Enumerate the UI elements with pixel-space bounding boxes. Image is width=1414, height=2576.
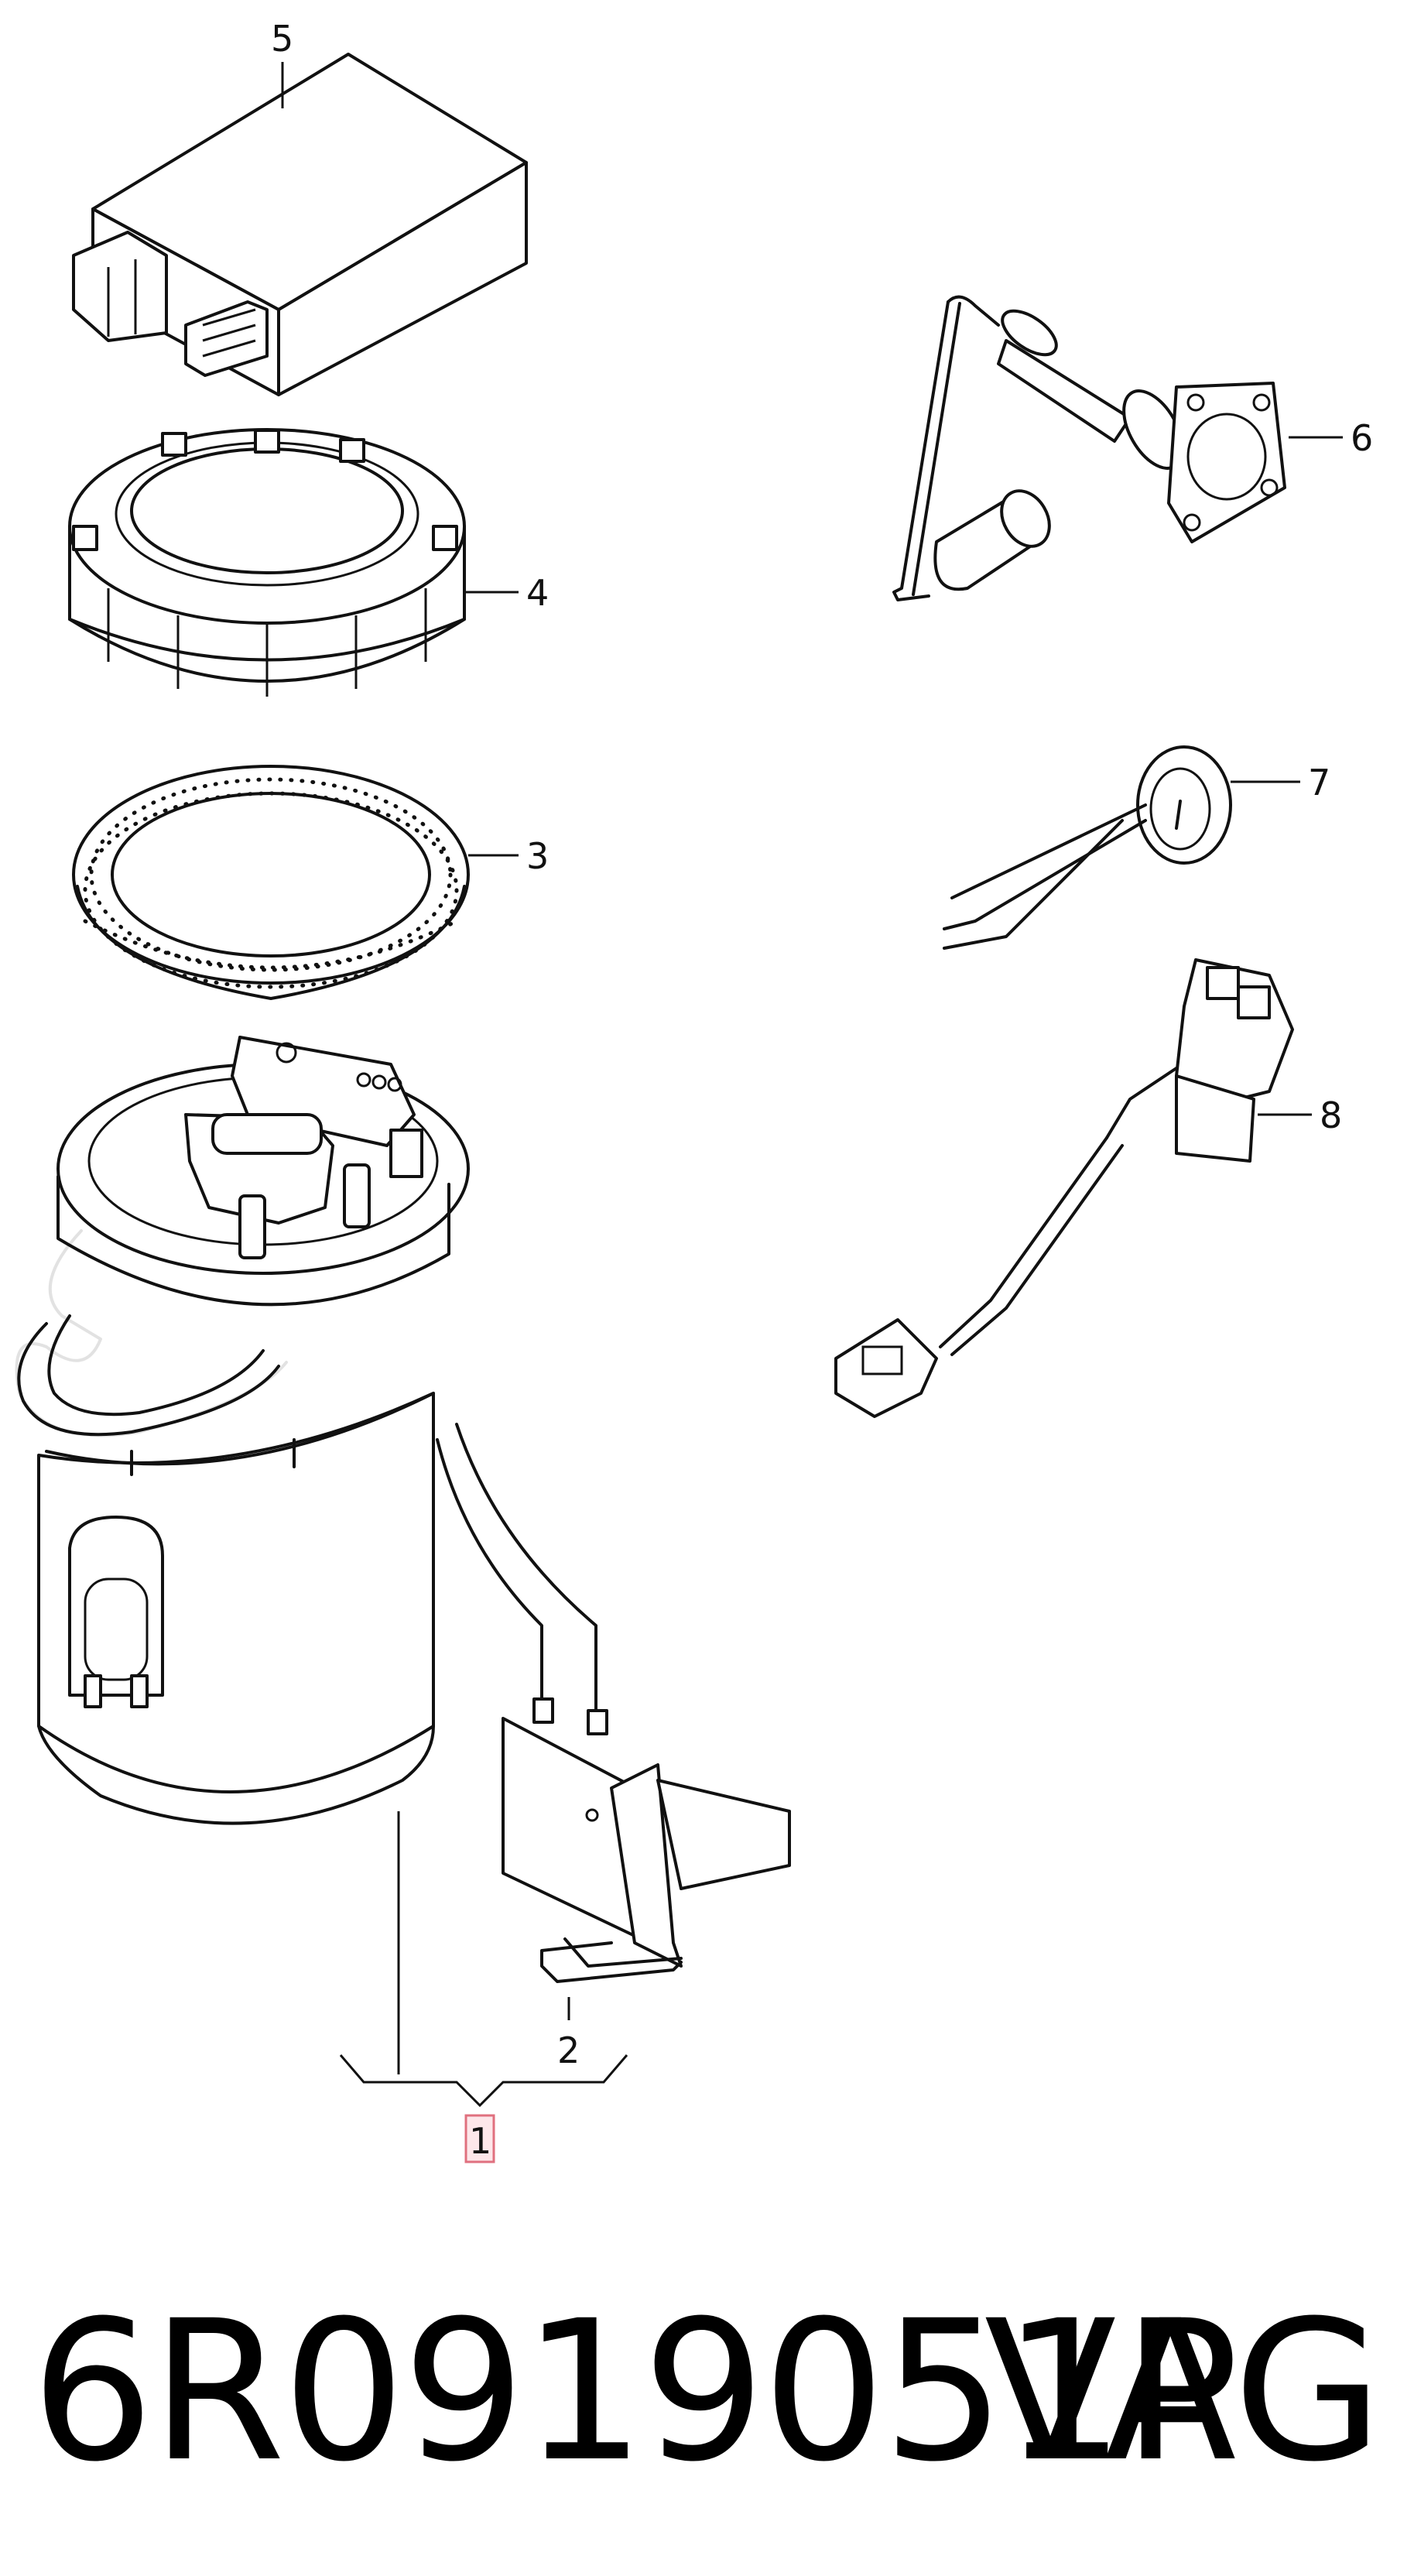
callout-2: 2 [557,2030,580,2071]
part-6-level-sensor [892,295,1286,601]
callout-4: 4 [526,572,549,614]
part-7-small-sensor [943,745,1232,950]
callout-5: 5 [271,18,293,60]
callout-1-highlight [464,2114,495,2163]
part-4-locking-ring [68,428,466,697]
part-8-sensor-with-cable [834,958,1294,1418]
callout-3: 3 [526,835,549,877]
callout-6: 6 [1351,417,1373,459]
footer: 6R0919051P VAG [0,2276,1414,2508]
brand-name: VAG [984,2279,1383,2504]
part-number: 6R0919051P [31,2279,1239,2504]
part-1-fuel-pump-module [15,1036,608,1825]
exploded-parts-diagram: 5 4 3 [15,18,1373,2163]
part-3-gasket [72,765,470,1000]
callout-1: 1 [469,2120,491,2162]
callout-8: 8 [1320,1094,1342,1136]
callout-7: 7 [1308,762,1330,803]
part-5-control-unit [72,53,528,396]
part-2-level-sender [502,1717,791,1983]
assembly-bracket [339,1811,628,2108]
